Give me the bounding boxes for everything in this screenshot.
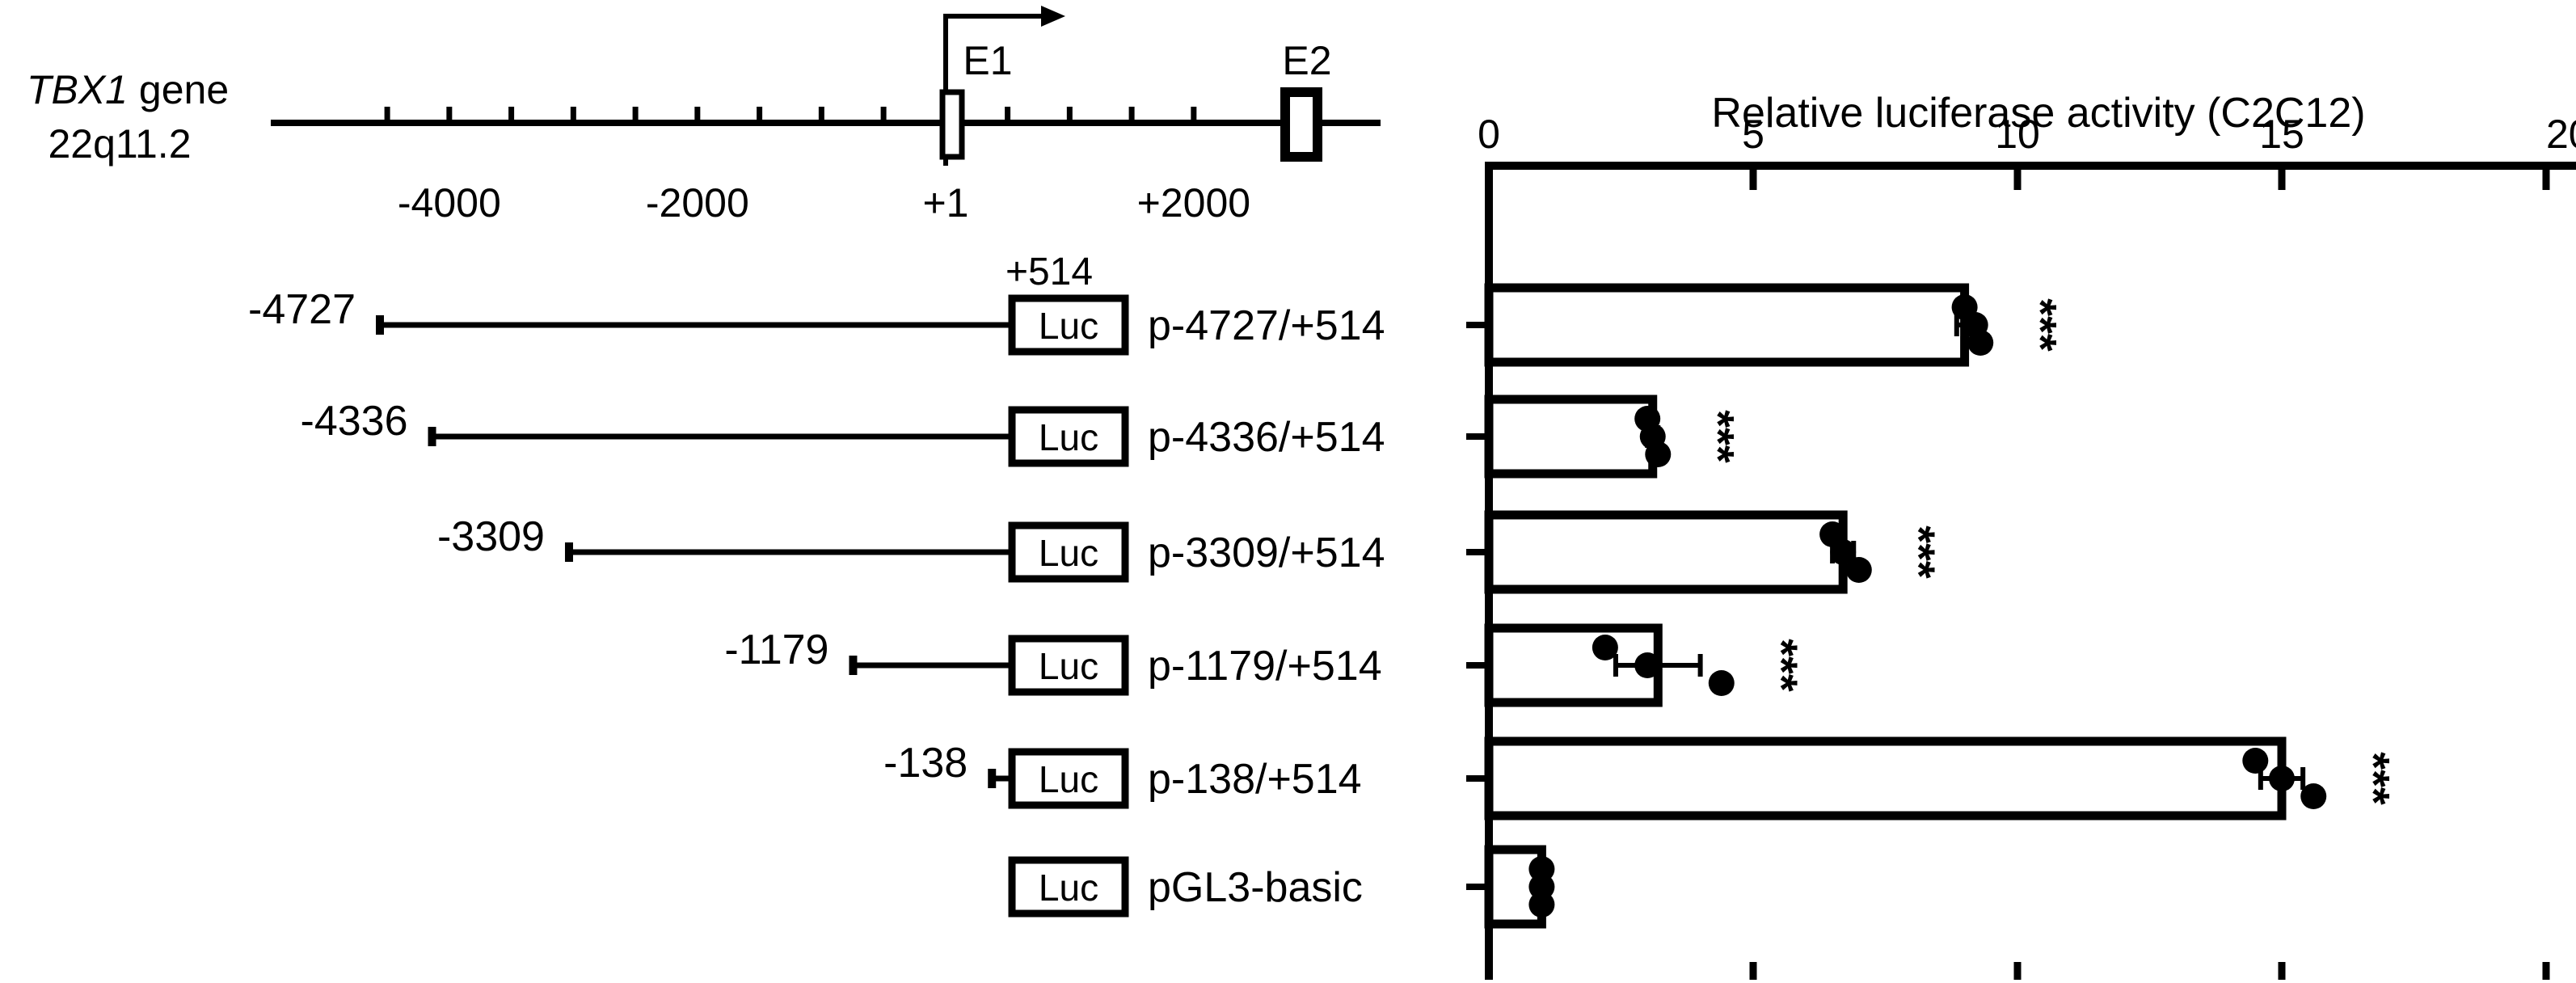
construct-name: p-138/+514 — [1148, 756, 1362, 803]
significance-marker: *** — [2015, 298, 2066, 352]
exon-e1-label: E1 — [963, 38, 1012, 83]
construct-start-label: -3309 — [437, 513, 545, 560]
significance-marker: *** — [2348, 752, 2399, 805]
construct-start-label: -4727 — [248, 286, 356, 333]
gene-name-suffix: gene — [128, 67, 229, 112]
data-point — [1645, 441, 1672, 467]
bar — [1484, 394, 1658, 479]
data-point — [1528, 892, 1555, 918]
bar — [1484, 510, 1848, 594]
construct-name: p-3309/+514 — [1148, 529, 1385, 576]
x-tick-label: 15 — [2259, 112, 2304, 157]
data-point — [1634, 652, 1661, 678]
tss-arrowhead-icon — [1041, 6, 1065, 27]
luc-box — [1008, 521, 1129, 583]
x-axis-title: Relative luciferase activity (C2C12) — [1711, 90, 2365, 137]
construct-start-label: -1179 — [724, 627, 828, 673]
data-point — [2242, 748, 2269, 774]
gene-position-label: +1 — [922, 180, 968, 226]
data-point — [2269, 766, 2295, 791]
construct-name: p-4336/+514 — [1148, 414, 1385, 461]
luc-label: Luc — [1039, 758, 1098, 800]
construct-start-label: -4336 — [301, 398, 408, 445]
luc-box — [1008, 635, 1129, 696]
luc-box — [1008, 406, 1129, 467]
luc-box — [1008, 294, 1129, 356]
luc-box — [1008, 856, 1129, 918]
data-point — [1967, 330, 1994, 356]
bar-chart: Relative luciferase activity (C2C12) 0 5 1… — [1466, 90, 2576, 980]
luc-label: Luc — [1039, 867, 1098, 909]
exon-e2-box — [1280, 87, 1322, 162]
gene-map: TBX1 gene 22q11.2 -4000 -2000 +1 +2000 E1 E2 — [27, 6, 1381, 226]
x-tick-label: 5 — [1742, 112, 1764, 157]
significance-marker: *** — [1756, 639, 1807, 692]
construct-end-label: +514 — [1006, 251, 1093, 293]
construct-name: pGL3-basic — [1148, 864, 1363, 911]
luc-label: Luc — [1039, 645, 1098, 687]
significance-marker: *** — [1894, 525, 1945, 579]
gene-position-label: +2000 — [1137, 180, 1250, 226]
chart-marks: 0 5 10 15 20 *** *** *** *** *** — [1466, 112, 2576, 980]
data-point — [1708, 670, 1735, 696]
bar — [1484, 283, 1970, 367]
x-tick-label: 20 — [2546, 112, 2576, 157]
luc-box — [1008, 748, 1129, 809]
luc-label: Luc — [1039, 532, 1098, 574]
gene-position-label: -4000 — [398, 180, 501, 226]
construct-name: p-4727/+514 — [1148, 302, 1385, 349]
gene-map-line: -4000 -2000 +1 +2000 E1 E2 — [271, 6, 1381, 226]
construct-start-label: -138 — [883, 740, 968, 787]
gene-name: TBX1 — [27, 67, 128, 112]
exon-e1-box — [939, 89, 965, 160]
gene-position-label: -2000 — [646, 180, 749, 226]
data-point — [1528, 874, 1555, 900]
x-tick-label: 0 — [1478, 112, 1500, 157]
gene-locus: 22q11.2 — [48, 121, 191, 167]
data-point — [1845, 557, 1872, 583]
construct-name: p-1179/+514 — [1148, 643, 1382, 690]
bar — [1484, 736, 2287, 821]
data-point — [2300, 783, 2327, 809]
data-point — [1830, 539, 1857, 565]
data-point — [1528, 856, 1555, 882]
x-tick-label: 10 — [1995, 112, 2040, 157]
luc-label: Luc — [1039, 305, 1098, 347]
significance-marker: *** — [1693, 410, 1743, 463]
exon-e2-label: E2 — [1282, 38, 1331, 83]
luc-label: Luc — [1039, 416, 1098, 458]
data-point — [1592, 635, 1618, 660]
